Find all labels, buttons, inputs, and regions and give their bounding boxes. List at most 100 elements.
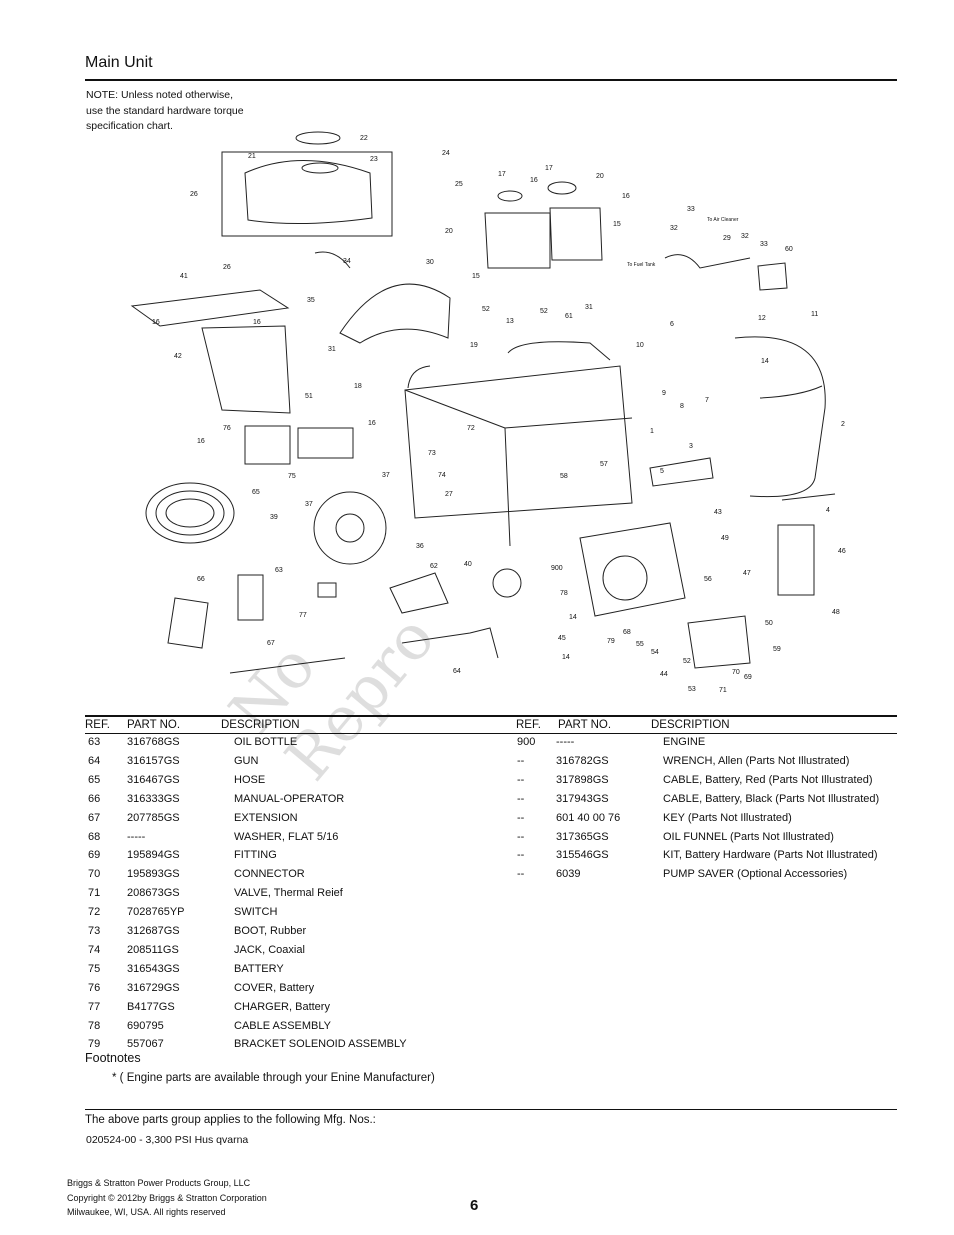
callout-16: 16: [530, 177, 538, 184]
callout-67: 67: [267, 640, 275, 647]
callout-79: 79: [607, 638, 615, 645]
callout-32: 32: [670, 225, 678, 232]
cell-ref: 72: [88, 906, 101, 919]
callout-43: 43: [714, 509, 722, 516]
callout-25: 25: [455, 181, 463, 188]
muffler: [777, 524, 815, 596]
cell-part: 195894GS: [127, 849, 180, 862]
title-divider: [85, 79, 897, 81]
cell-part: 317898GS: [556, 773, 609, 786]
callout-37: 37: [382, 472, 390, 479]
callout-53: 53: [688, 686, 696, 693]
callout-33: 33: [687, 206, 695, 213]
cell-part: 557067: [127, 1038, 164, 1051]
cell-part: 316157GS: [127, 754, 180, 767]
cell-ref: 76: [88, 981, 101, 994]
callout-52: 52: [482, 306, 490, 313]
fuel-tank-label: To Fuel Tank: [627, 262, 656, 268]
callout-26b: 26: [223, 264, 231, 271]
callout-15b: 15: [472, 273, 480, 280]
hose-clip: [314, 251, 351, 269]
page-number: 6: [470, 1197, 479, 1214]
callout-10: 10: [636, 342, 644, 349]
callout-55: 55: [636, 641, 644, 648]
callout-21: 21: [248, 153, 256, 160]
callout-60: 60: [785, 246, 793, 253]
cell-desc: CONNECTOR: [234, 868, 305, 881]
callout-14: 14: [761, 358, 769, 365]
control-box: [757, 262, 788, 291]
callout-17: 17: [498, 171, 506, 178]
cell-part: 207785GS: [127, 811, 180, 824]
support-bracket: [649, 457, 714, 487]
callout-16c: 16: [152, 319, 160, 326]
fuel-tank: [244, 160, 373, 225]
mfg-number: 020524-00 - 3,300 PSI Hus qvarna: [86, 1134, 249, 1146]
cell-ref: --: [517, 773, 525, 786]
applies-divider: [85, 1109, 897, 1110]
cell-desc: FITTING: [234, 849, 277, 862]
header-part-right: PART NO.: [558, 719, 612, 731]
callout-26: 26: [190, 191, 198, 198]
cell-part: 690795: [127, 1019, 164, 1032]
pump: [687, 615, 751, 669]
callout-12: 12: [758, 315, 766, 322]
cell-desc: OIL BOTTLE: [234, 736, 298, 748]
callout-66: 66: [197, 576, 205, 583]
cell-desc: WASHER, FLAT 5/16: [234, 830, 339, 843]
callout-30: 30: [426, 259, 434, 266]
wheel: [313, 491, 387, 565]
applies-text: The above parts group applies to the fol…: [85, 1114, 376, 1126]
callout-78: 78: [560, 590, 568, 597]
callout-4: 4: [826, 507, 830, 514]
cell-part: 316467GS: [127, 773, 180, 786]
callout-71: 71: [719, 687, 727, 694]
caster-wheel: [492, 568, 522, 598]
spray-gun: [401, 627, 499, 659]
cell-ref: 78: [88, 1019, 101, 1032]
cell-part: B4177GS: [127, 1000, 175, 1013]
cell-ref: --: [517, 754, 525, 767]
cell-part: 316543GS: [127, 962, 180, 975]
footnote-text: * ( Engine parts are available through y…: [112, 1072, 435, 1084]
callout-9: 9: [662, 390, 666, 397]
callout-49: 49: [721, 535, 729, 542]
callout-900: 900: [551, 565, 563, 572]
hose: [145, 482, 235, 544]
callout-20b: 20: [445, 228, 453, 235]
cell-desc: BRACKET SOLENOID ASSEMBLY: [234, 1038, 407, 1051]
cell-desc: WRENCH, Allen (Parts Not Illustrated): [663, 754, 850, 767]
cell-part: 316768GS: [127, 736, 180, 748]
callout-50: 50: [765, 620, 773, 627]
side-panel: [201, 325, 291, 414]
callout-40: 40: [464, 561, 472, 568]
cell-ref: 67: [88, 811, 101, 824]
cell-desc: VALVE, Thermal Reief: [234, 887, 343, 900]
callout-15: 15: [613, 221, 621, 228]
callout-22: 22: [360, 135, 368, 142]
callout-29: 29: [723, 235, 731, 242]
cell-ref: 66: [88, 792, 101, 805]
cell-part: 315546GS: [556, 849, 609, 862]
cell-desc: MANUAL-OPERATOR: [234, 792, 345, 805]
callout-59: 59: [773, 646, 781, 653]
cell-ref: 74: [88, 943, 101, 956]
cell-desc: COVER, Battery: [234, 981, 315, 994]
callout-34: 34: [343, 258, 351, 265]
cell-desc: GUN: [234, 754, 259, 767]
callout-16d: 16: [253, 319, 261, 326]
cell-part: 317943GS: [556, 792, 609, 805]
cell-part: 317365GS: [556, 830, 609, 843]
callout-41: 41: [180, 273, 188, 280]
callout-73: 73: [428, 450, 436, 457]
note-line: NOTE: Unless noted otherwise,: [86, 89, 234, 101]
callout-56: 56: [704, 576, 712, 583]
cell-part: 316782GS: [556, 754, 609, 767]
cell-ref: 75: [88, 962, 101, 975]
callout-8: 8: [680, 403, 684, 410]
cell-part: 316729GS: [127, 981, 180, 994]
cell-desc: BATTERY: [234, 962, 284, 975]
callout-76: 76: [223, 425, 231, 432]
callout-63: 63: [275, 567, 283, 574]
cell-desc: SWITCH: [234, 906, 278, 919]
